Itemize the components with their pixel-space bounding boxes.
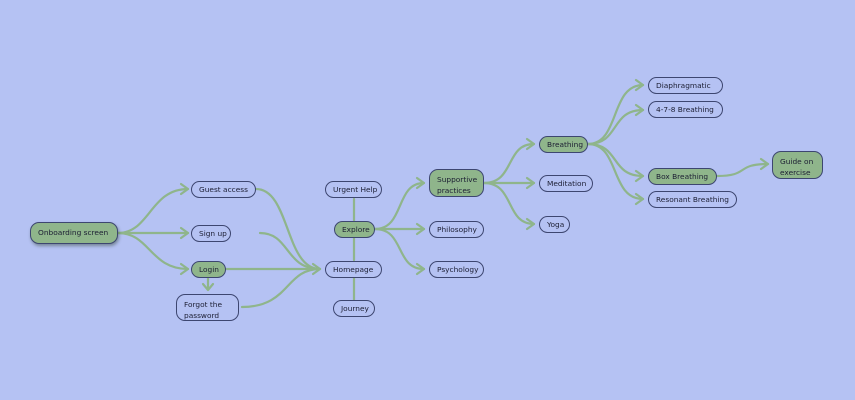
node-onboarding-screen: Onboarding screen: [30, 222, 118, 244]
node-resonant-breathing: Resonant Breathing: [648, 191, 737, 208]
node-sign-up: Sign up: [191, 225, 231, 242]
node-urgent-help: Urgent Help: [325, 181, 382, 198]
edge-breathing-diaphragmatic: [586, 83, 645, 146]
node-label: Journey: [341, 303, 369, 313]
arrowhead: [525, 176, 536, 190]
node-breathing: Breathing: [539, 136, 588, 153]
node-login: Login: [191, 261, 226, 278]
node-label: Resonant Breathing: [656, 194, 729, 204]
node-philosophy: Philosophy: [429, 221, 484, 238]
edge-supportive-yoga: [482, 181, 536, 226]
node-yoga: Yoga: [539, 216, 570, 233]
arrowhead: [759, 157, 770, 171]
node-box-breathing: Box Breathing: [648, 168, 717, 185]
node-label: Breathing: [547, 139, 584, 149]
edge-breathing-resonant: [586, 142, 645, 201]
edge-onboarding-guest: [116, 187, 190, 235]
arrowhead: [634, 78, 645, 92]
node-label: Homepage: [333, 264, 374, 274]
node-label: Diaphragmatic: [656, 80, 711, 90]
node-label: Urgent Help: [333, 184, 378, 194]
node-label: Login: [199, 264, 219, 274]
node-label: Guide on exercise: [780, 157, 814, 178]
node-label: Supportive practices: [437, 175, 478, 196]
edge-supportive-breathing: [482, 142, 536, 185]
node-diaphragmatic: Diaphragmatic: [648, 77, 723, 94]
node-label: Guest access: [199, 184, 248, 194]
node-supportive-practices: Supportive practices: [429, 169, 484, 197]
node-label: Explore: [342, 224, 370, 234]
node-journey: Journey: [333, 300, 375, 317]
node-label: Onboarding screen: [38, 228, 109, 238]
edge-forgot-homepage: [240, 267, 322, 309]
arrowhead: [415, 222, 426, 236]
node-forgot-password: Forgot the password: [176, 294, 239, 321]
arrowhead: [179, 262, 190, 276]
arrowhead: [634, 192, 645, 206]
arrowhead: [525, 137, 536, 151]
node-label: Yoga: [547, 219, 565, 229]
edge-breathing-478: [586, 108, 645, 146]
arrowhead: [179, 182, 190, 196]
node-label: Forgot the password: [184, 300, 223, 321]
node-guest-access: Guest access: [191, 181, 256, 198]
arrowhead: [201, 282, 215, 292]
arrowhead: [634, 169, 645, 183]
arrowhead: [525, 217, 536, 231]
node-label: Box Breathing: [656, 171, 709, 181]
arrowhead: [415, 262, 426, 276]
node-guide-on-exercise: Guide on exercise: [772, 151, 823, 179]
node-explore: Explore: [334, 221, 375, 238]
edge-onboarding-login: [116, 231, 190, 271]
edge-explore-supportive: [373, 181, 426, 231]
node-label: 4-7-8 Breathing: [656, 104, 714, 114]
node-meditation: Meditation: [539, 175, 593, 192]
arrowhead: [415, 176, 426, 190]
node-psychology: Psychology: [429, 261, 484, 278]
arrowhead: [311, 262, 322, 276]
node-478-breathing: 4-7-8 Breathing: [648, 101, 723, 118]
edge-box-guide: [715, 162, 770, 178]
node-label: Sign up: [199, 228, 227, 238]
edge-signup-homepage: [258, 231, 322, 271]
node-label: Meditation: [547, 178, 587, 188]
arrowhead: [634, 103, 645, 117]
node-homepage: Homepage: [325, 261, 382, 278]
node-label: Psychology: [437, 264, 479, 274]
node-label: Philosophy: [437, 224, 477, 234]
edge-explore-psychology: [373, 227, 426, 271]
edge-guest-homepage: [254, 187, 322, 271]
arrowhead: [179, 226, 190, 240]
